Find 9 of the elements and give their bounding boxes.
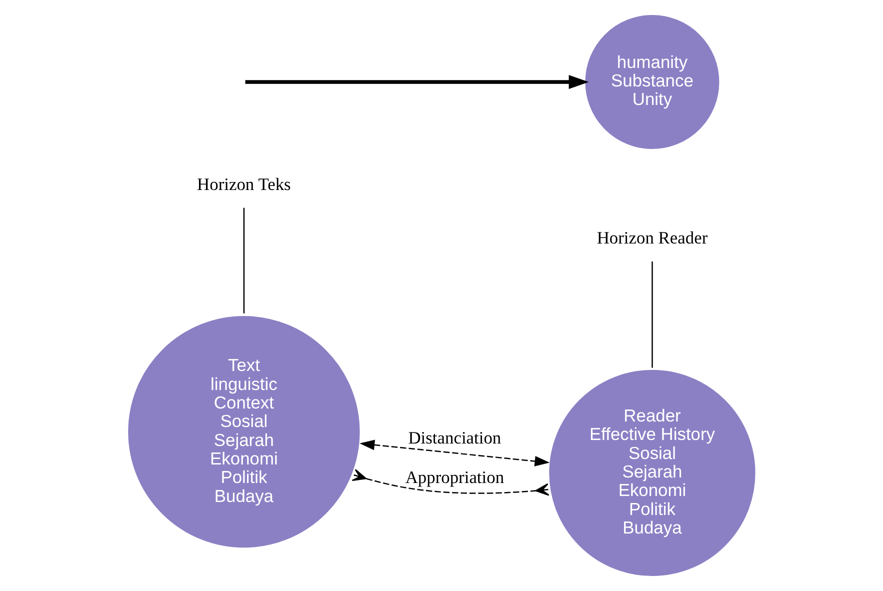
node-text: Horizon Teks <box>197 174 291 194</box>
arrow <box>360 440 550 466</box>
edge-label: Distanciation <box>408 427 502 448</box>
arrow <box>245 74 589 89</box>
node-text: Horizon Reader <box>596 227 708 248</box>
edge-label: Appropriation <box>405 467 504 488</box>
connector <box>652 262 653 368</box>
connector <box>352 469 550 496</box>
connector <box>243 208 245 314</box>
